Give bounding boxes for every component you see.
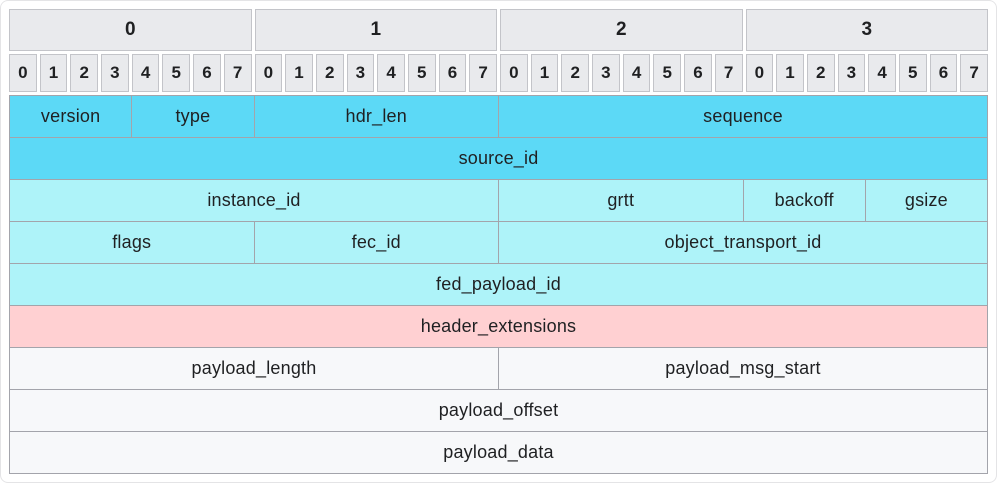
bit-label: 5 [162, 54, 191, 92]
bit-label: 0 [745, 54, 774, 92]
bit-label: 2 [806, 54, 835, 92]
bit-label: 6 [193, 54, 221, 92]
byte-label: 0 [9, 9, 252, 51]
field-payload-length: payload_length [10, 348, 498, 389]
bit-label: 2 [561, 54, 590, 92]
field-backoff: backoff [743, 180, 865, 221]
bit-label: 2 [70, 54, 99, 92]
bit-label: 7 [469, 54, 497, 92]
bit-label: 6 [438, 54, 467, 92]
byte-label: 1 [254, 9, 497, 51]
bit-label: 0 [500, 54, 528, 92]
field-fec-id: fec_id [254, 222, 498, 263]
field-payload-data: payload_data [10, 432, 987, 473]
bit-label: 2 [315, 54, 344, 92]
bit-label: 4 [622, 54, 651, 92]
bit-label: 3 [346, 54, 375, 92]
bit-label: 4 [131, 54, 160, 92]
bit-label: 6 [684, 54, 712, 92]
field-grtt: grtt [499, 180, 743, 221]
byte-label: 3 [745, 9, 988, 51]
field-sequence: sequence [499, 96, 987, 137]
bit-label: 3 [592, 54, 620, 92]
byte-label: 2 [500, 9, 743, 51]
field-payload-offset: payload_offset [10, 390, 987, 431]
bit-label: 1 [39, 54, 68, 92]
field-source-id: source_id [10, 138, 987, 179]
bit-label: 7 [960, 54, 988, 92]
bit-label: 5 [653, 54, 682, 92]
bit-label: 7 [714, 54, 743, 92]
field-version: version [10, 96, 132, 137]
field-header-extensions: header_extensions [10, 306, 987, 347]
bit-label: 1 [530, 54, 559, 92]
bit-label: 0 [9, 54, 37, 92]
field-type: type [132, 96, 254, 137]
bit-label: 3 [101, 54, 129, 92]
bit-label: 4 [377, 54, 405, 92]
field-flags: flags [10, 222, 254, 263]
field-instance-id: instance_id [10, 180, 498, 221]
field-object-transport-id: object_transport_id [499, 222, 987, 263]
bit-label: 0 [254, 54, 283, 92]
bit-label: 4 [868, 54, 896, 92]
field-fed-payload-id: fed_payload_id [10, 264, 987, 305]
field-gsize: gsize [865, 180, 987, 221]
field-payload-msg-start: payload_msg_start [499, 348, 987, 389]
bit-label: 1 [285, 54, 313, 92]
bit-label: 7 [223, 54, 252, 92]
bit-label: 6 [929, 54, 958, 92]
bit-label: 3 [837, 54, 866, 92]
bit-label: 1 [776, 54, 804, 92]
bit-label: 5 [898, 54, 927, 92]
bit-label: 5 [407, 54, 436, 92]
field-hdr-len: hdr_len [254, 96, 498, 137]
